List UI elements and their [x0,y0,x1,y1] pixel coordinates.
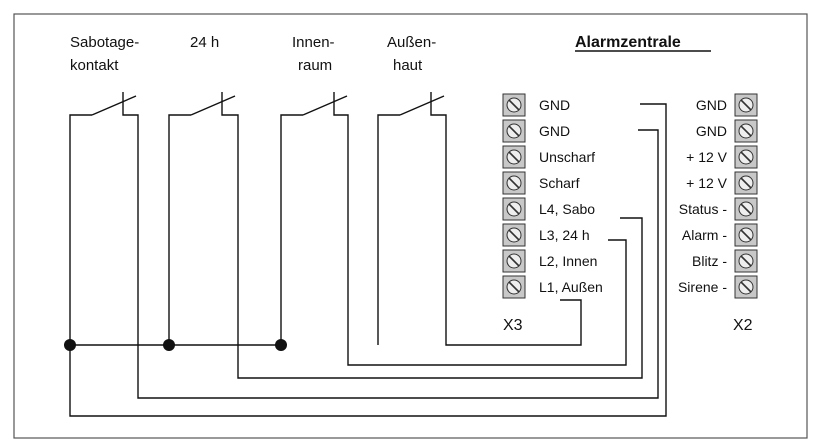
x3-terminal-label: GND [539,123,570,139]
x2-terminal-label: GND [696,97,727,113]
screw-terminal [734,249,758,273]
alarmzentrale-title: Alarmzentrale [575,34,681,51]
junction-dot [275,339,287,351]
x2-terminal-label: Blitz - [692,253,727,269]
screw-terminal [734,223,758,247]
screw-terminal [734,275,758,299]
screw-terminal [502,93,526,117]
x2-terminal-label: GND [696,123,727,139]
terminal-block-x2: GND GND + 12 V + 12 V Status - Alarm - Blitz -… [678,93,758,299]
x2-terminal-label: Status - [679,201,728,217]
x3-terminal-label: L2, Innen [539,253,597,269]
switch-sabotage [69,92,659,399]
x3-terminal-label: L3, 24 h [539,227,590,243]
switch-innenraum [280,92,627,366]
screw-terminal [502,249,526,273]
switch-label-innen-line1: Innen- [292,34,335,51]
screw-terminal [502,223,526,247]
x2-terminal-label: + 12 V [686,149,728,165]
gnd-return-wire [69,103,667,417]
junction-dot [64,339,76,351]
switch-label-innen-line2: raum [298,57,332,74]
screw-terminal [502,197,526,221]
x3-terminal-label: GND [539,97,570,113]
screw-terminal [734,145,758,169]
switch-label-sabotage-line1: Sabotage- [70,34,139,51]
switch-label-sabotage-line2: kontakt [70,57,119,74]
x3-terminal-label: L4, Sabo [539,201,595,217]
switch-label-aussen-line2: haut [393,57,423,74]
x2-terminal-label: Alarm - [682,227,727,243]
x3-terminal-label: L1, Außen [539,279,603,295]
screw-terminal [502,171,526,195]
switch-24h [168,92,643,379]
x3-terminal-label: Scharf [539,175,580,191]
junction-dot [163,339,175,351]
x3-label: X3 [503,317,523,334]
screw-terminal [734,171,758,195]
x2-label: X2 [733,317,753,334]
screw-terminal [502,119,526,143]
screw-terminal [502,275,526,299]
screw-terminal [502,145,526,169]
switch-label-24h: 24 h [190,34,219,51]
x3-terminal-label: Unscharf [539,149,595,165]
screw-terminal [734,197,758,221]
x2-terminal-label: + 12 V [686,175,728,191]
x2-terminal-label: Sirene - [678,279,727,295]
screw-terminal [734,93,758,117]
switch-label-aussen-line1: Außen- [387,34,436,51]
switch-aussenhaut [377,92,582,346]
screw-terminal [734,119,758,143]
diagram-frame [13,13,808,439]
